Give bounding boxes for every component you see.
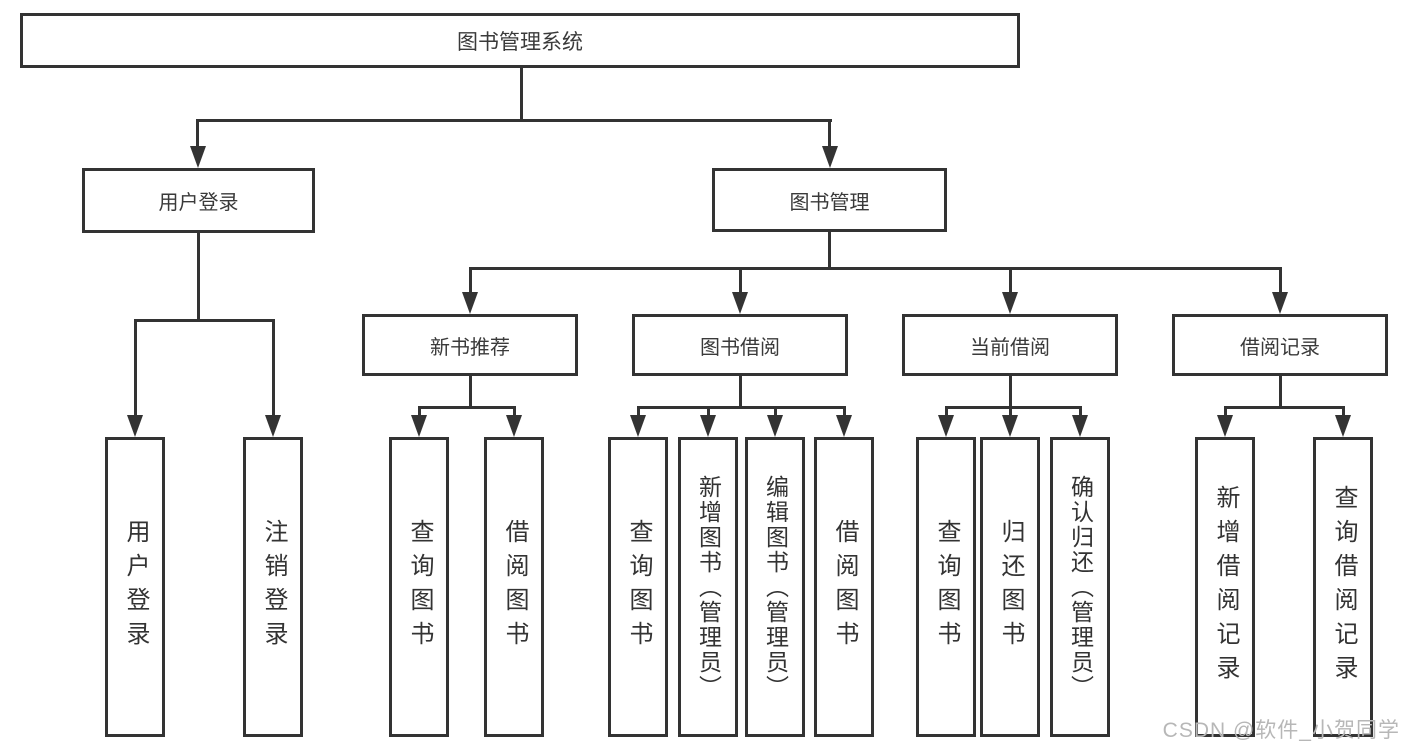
node-new-book-recommend-label: 新书推荐 <box>430 336 510 359</box>
connector-line <box>1079 406 1082 417</box>
connector-line <box>418 406 421 417</box>
connector-line <box>469 267 472 295</box>
node-user-login: 用户登录 <box>82 168 315 233</box>
arrow-down-icon <box>506 415 522 437</box>
arrow-down-icon <box>700 415 716 437</box>
connector-line <box>1342 406 1345 417</box>
connector-line <box>774 406 777 417</box>
arrow-down-icon <box>767 415 783 437</box>
node-book-borrowing: 图书借阅 <box>632 314 848 376</box>
leaf-confirm-return-admin: 确认归还（管理员） <box>1050 437 1110 737</box>
connector-line <box>272 319 275 417</box>
leaf-logout-label: 注销登录 <box>260 519 287 655</box>
connector-line <box>196 119 199 149</box>
arrow-down-icon <box>836 415 852 437</box>
leaf-add-borrow-record-label: 新增借阅记录 <box>1212 485 1239 689</box>
leaf-query-borrow-record: 查询借阅记录 <box>1313 437 1373 737</box>
leaf-recommend-query-books-label: 查询图书 <box>406 519 433 655</box>
leaf-borrow-query-books: 查询图书 <box>608 437 668 737</box>
connector-line <box>637 406 846 409</box>
connector-line <box>1279 376 1282 409</box>
arrow-down-icon <box>822 146 838 168</box>
connector-line <box>1009 376 1012 409</box>
connector-line <box>469 376 472 409</box>
node-book-management-label: 图书管理 <box>789 191 870 214</box>
connector-line <box>1279 267 1282 295</box>
leaf-borrow-books: 借阅图书 <box>814 437 874 737</box>
connector-line <box>707 406 710 417</box>
arrow-down-icon <box>265 415 281 437</box>
connector-line <box>843 406 846 417</box>
arrow-down-icon <box>1272 292 1288 314</box>
node-borrowing-records-label: 借阅记录 <box>1240 336 1320 359</box>
connector-line <box>828 232 831 270</box>
arrow-down-icon <box>1217 415 1233 437</box>
connector-line <box>134 319 137 417</box>
node-new-book-recommend: 新书推荐 <box>362 314 578 376</box>
connector-line <box>513 406 516 417</box>
leaf-borrow-books-label: 借阅图书 <box>831 519 858 655</box>
leaf-query-borrow-record-label: 查询借阅记录 <box>1330 485 1357 689</box>
leaf-borrow-query-books-label: 查询图书 <box>625 519 652 655</box>
node-root-system: 图书管理系统 <box>20 13 1020 68</box>
arrow-down-icon <box>1002 292 1018 314</box>
leaf-recommend-query-books: 查询图书 <box>389 437 449 737</box>
leaf-recommend-borrow-books-label: 借阅图书 <box>501 519 528 655</box>
leaf-edit-book-admin: 编辑图书（管理员） <box>745 437 805 737</box>
arrow-down-icon <box>630 415 646 437</box>
leaf-logout: 注销登录 <box>243 437 303 737</box>
connector-line <box>828 119 831 149</box>
connector-line <box>469 267 1281 270</box>
node-current-borrowing: 当前借阅 <box>902 314 1118 376</box>
connector-line <box>1224 406 1345 409</box>
leaf-current-query-books-label: 查询图书 <box>933 519 960 655</box>
connector-line <box>945 406 948 417</box>
arrow-down-icon <box>127 415 143 437</box>
leaf-return-book: 归还图书 <box>980 437 1040 737</box>
node-root-label: 图书管理系统 <box>457 30 583 54</box>
connector-line <box>197 233 200 322</box>
arrow-down-icon <box>1335 415 1351 437</box>
leaf-recommend-borrow-books: 借阅图书 <box>484 437 544 737</box>
leaf-user-login: 用户登录 <box>105 437 165 737</box>
arrow-down-icon <box>411 415 427 437</box>
leaf-add-borrow-record: 新增借阅记录 <box>1195 437 1255 737</box>
arrow-down-icon <box>190 146 206 168</box>
connector-line <box>1009 406 1012 417</box>
arrow-down-icon <box>462 292 478 314</box>
leaf-add-book-admin: 新增图书（管理员） <box>678 437 738 737</box>
node-borrowing-records: 借阅记录 <box>1172 314 1388 376</box>
leaf-add-book-admin-label: 新增图书（管理员） <box>695 474 722 700</box>
arrow-down-icon <box>732 292 748 314</box>
arrow-down-icon <box>1072 415 1088 437</box>
leaf-return-book-label: 归还图书 <box>997 519 1024 655</box>
connector-line <box>196 119 832 122</box>
arrow-down-icon <box>938 415 954 437</box>
connector-line <box>945 406 1082 409</box>
node-book-borrowing-label: 图书借阅 <box>700 336 780 359</box>
arrow-down-icon <box>1002 415 1018 437</box>
connector-line <box>418 406 516 409</box>
connector-line <box>739 376 742 409</box>
node-book-management: 图书管理 <box>712 168 947 232</box>
connector-line <box>1224 406 1227 417</box>
connector-line <box>520 68 523 122</box>
node-user-login-label: 用户登录 <box>158 192 239 214</box>
leaf-user-login-label: 用户登录 <box>122 519 149 655</box>
leaf-confirm-return-admin-label: 确认归还（管理员） <box>1067 474 1094 700</box>
leaf-edit-book-admin-label: 编辑图书（管理员） <box>762 474 789 700</box>
node-current-borrowing-label: 当前借阅 <box>970 336 1050 359</box>
leaf-current-query-books: 查询图书 <box>916 437 976 737</box>
connector-line <box>1009 267 1012 295</box>
connector-line <box>739 267 742 295</box>
csdn-watermark: CSDN @软件_小贺同学 <box>1162 719 1400 742</box>
connector-line <box>637 406 640 417</box>
connector-line <box>134 319 275 322</box>
